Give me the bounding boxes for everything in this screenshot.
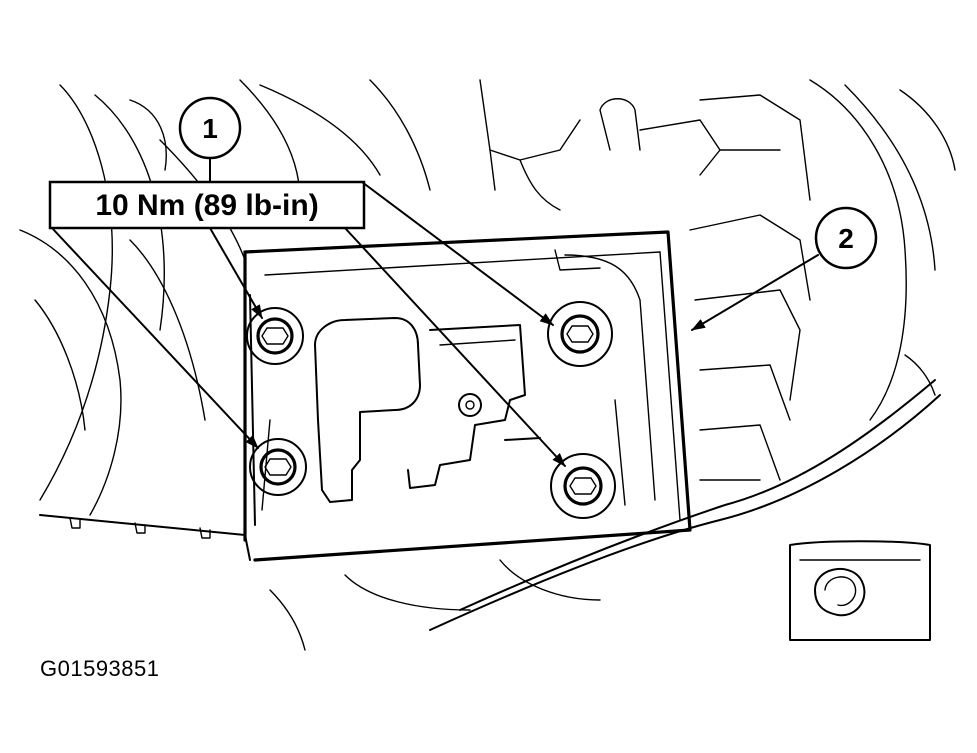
callout-1-number: 1 bbox=[202, 113, 218, 144]
torque-label-text: 10 Nm (89 lb-in) bbox=[95, 189, 318, 222]
lower-mount bbox=[789, 540, 931, 641]
torque-label: 10 Nm (89 lb-in) bbox=[48, 180, 366, 230]
background-engine-lines bbox=[19, 79, 956, 651]
callout-2-number: 2 bbox=[838, 223, 854, 254]
bracket-plate bbox=[243, 230, 692, 562]
torque-label-box bbox=[48, 180, 366, 230]
callout-2-circle bbox=[814, 206, 878, 270]
housing-edge bbox=[39, 514, 251, 561]
leader-to-bolt-top-right bbox=[361, 181, 554, 326]
leader-to-bolt-top-left bbox=[209, 227, 263, 319]
bolt-bottom-left bbox=[249, 438, 307, 496]
callout-1: 1 bbox=[178, 96, 242, 183]
callout-2: 2 bbox=[691, 206, 878, 331]
bolt-bottom-right bbox=[550, 453, 616, 519]
figure-id: G01593851 bbox=[40, 656, 160, 681]
bolt-top-right bbox=[547, 301, 613, 367]
leader-to-bracket bbox=[691, 254, 819, 331]
callout-1-circle bbox=[178, 96, 242, 160]
leader-to-bolt-bottom-left bbox=[51, 227, 259, 449]
torque-leaders bbox=[51, 181, 566, 467]
hose bbox=[429, 379, 941, 631]
bolt-top-left bbox=[246, 307, 304, 365]
leader-to-bolt-bottom-right bbox=[344, 227, 566, 467]
